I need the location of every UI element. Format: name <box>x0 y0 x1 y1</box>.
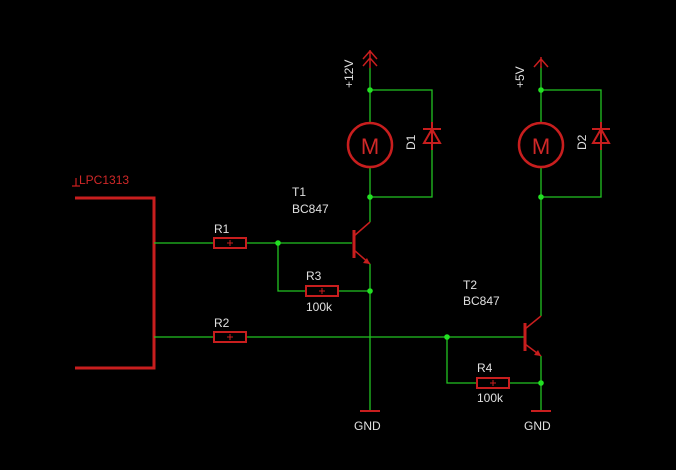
t1-type: BC847 <box>292 202 329 216</box>
r2-name: R2 <box>214 316 230 330</box>
junction-m2-bottom <box>538 194 544 200</box>
diode-d2[interactable]: D2 <box>575 122 611 150</box>
motor-2-wires <box>540 66 602 198</box>
diode-d2-label: D2 <box>575 134 589 150</box>
r1-name: R1 <box>214 222 230 236</box>
junction-t2-emitter <box>538 380 544 386</box>
junction-m2-top <box>538 87 544 93</box>
ground-1: GND <box>354 410 381 433</box>
r4-name: R4 <box>477 361 493 375</box>
ground-2: GND <box>524 410 551 433</box>
supply-12v: +12V <box>342 49 378 88</box>
mcu-origin-icon <box>72 178 80 187</box>
mcu-label: LPC1313 <box>79 173 129 187</box>
supply-12v-label: +12V <box>342 60 356 88</box>
resistor-icon <box>227 334 233 340</box>
junction-r1-r3 <box>275 240 281 246</box>
resistor-r2[interactable]: R2 <box>213 316 247 343</box>
motor-m2[interactable]: M <box>517 121 565 169</box>
resistor-r1[interactable]: R1 <box>213 222 247 249</box>
junction-m1-bottom <box>367 194 373 200</box>
motor-1-wires <box>369 68 433 198</box>
junction-t1-emitter <box>367 288 373 294</box>
resistor-icon <box>227 240 233 246</box>
r3-name: R3 <box>306 269 322 283</box>
junction-m1-top <box>367 87 373 93</box>
supply-5v: +5V <box>513 57 549 88</box>
diode-d1[interactable]: D1 <box>404 122 442 150</box>
resistor-r4[interactable]: R4 100k <box>476 361 510 405</box>
motor-icon <box>346 121 394 169</box>
mcu-connector: LPC1313 <box>72 173 156 370</box>
t1-name: T1 <box>292 185 306 199</box>
r3-value: 100k <box>306 300 333 314</box>
supply-arrow-icon <box>362 49 378 68</box>
branch-1-wires <box>154 197 371 410</box>
motor-m1-label: M <box>361 134 379 159</box>
supply-arrow-icon <box>533 57 549 68</box>
r4-value: 100k <box>477 391 504 405</box>
motor-m1[interactable]: M <box>346 121 394 169</box>
t2-name: T2 <box>463 278 477 292</box>
supply-5v-label: +5V <box>513 66 527 88</box>
resistor-icon <box>319 288 325 294</box>
diode-icon <box>422 122 442 150</box>
ground-2-label: GND <box>524 419 551 433</box>
diode-icon <box>591 122 611 150</box>
resistor-r3[interactable]: R3 100k <box>305 269 339 314</box>
motor-m2-label: M <box>532 134 550 159</box>
transistor-t2[interactable]: T2 BC847 <box>463 278 542 357</box>
resistor-icon <box>490 380 496 386</box>
t2-type: BC847 <box>463 294 500 308</box>
ground-1-label: GND <box>354 419 381 433</box>
motor-icon <box>517 121 565 169</box>
diode-d1-label: D1 <box>404 134 418 150</box>
junction-r2-r4 <box>444 334 450 340</box>
transistor-t1[interactable]: T1 BC847 <box>292 185 371 265</box>
